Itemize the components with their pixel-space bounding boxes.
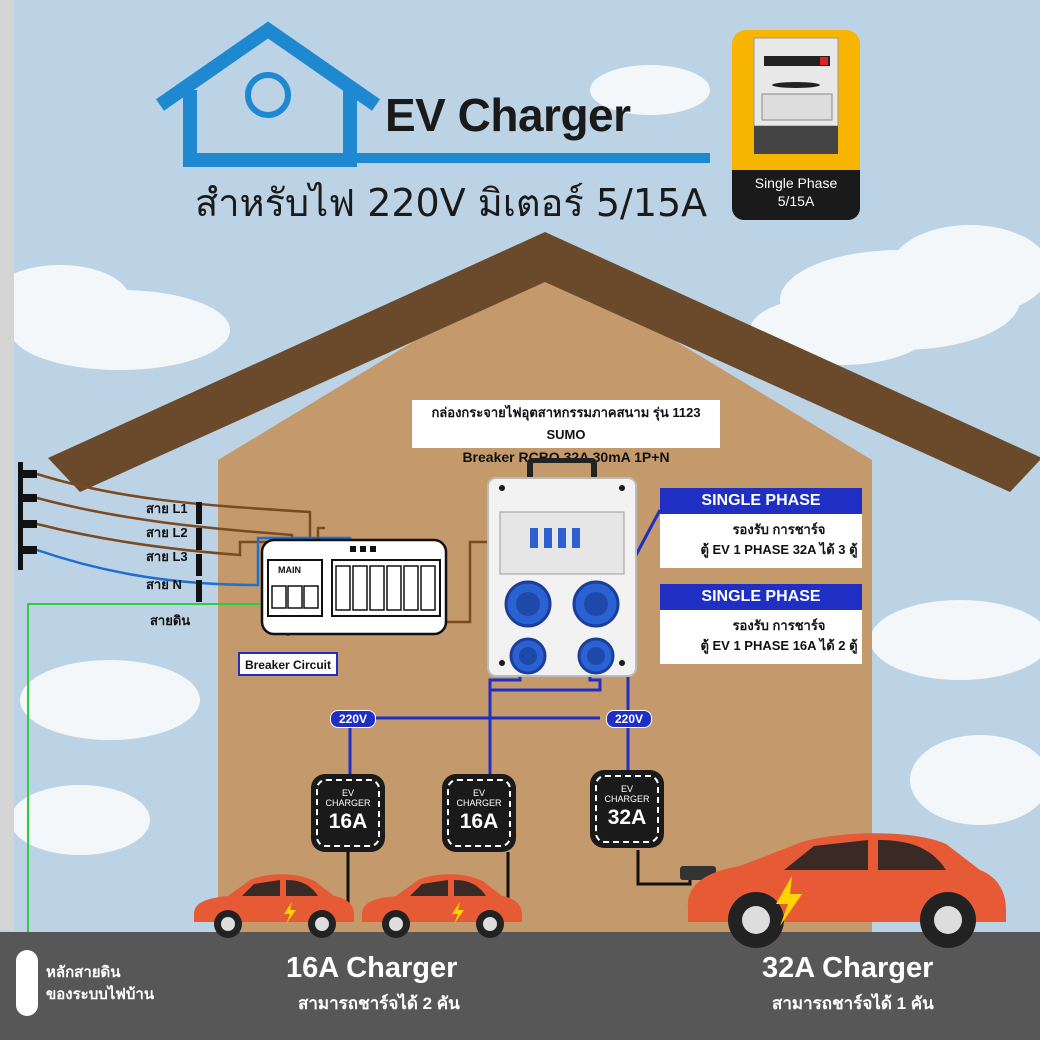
ground-rod-line1: หลักสายดิน — [46, 964, 121, 981]
voltage-tag: 220V — [606, 710, 652, 728]
distribution-box-caption: กล่องกระจายไฟอุตสาหกรรมภาคสนาม รุ่น 1123… — [412, 400, 720, 465]
ground-strip — [0, 932, 1040, 1040]
page-subtitle: สำหรับไฟ 220V มิเตอร์ 5/15A — [195, 181, 708, 225]
charger-amp-label: 32A — [607, 806, 647, 829]
car-icon-16a-1 — [194, 874, 354, 938]
charger-amp-label: 16A — [459, 810, 499, 833]
footer-32a-title: 32A Charger — [762, 952, 934, 984]
single-phase-card-body: รองรับ การชาร์จ ตู้ EV 1 PHASE 32A ได้ 3… — [660, 514, 862, 568]
electric-meter-icon — [732, 30, 860, 220]
charger-amp-label: 16A — [328, 810, 368, 833]
car-icon-16a-2 — [362, 874, 522, 938]
wire-label-ground: สายดิน — [150, 613, 191, 628]
wire-label-l3: สาย L3 — [146, 549, 188, 564]
breaker-circuit-label: Breaker Circuit — [238, 652, 338, 676]
voltage-tag: 220V — [330, 710, 376, 728]
single-phase-card-line2: ตู้ EV 1 PHASE 16A ได้ 2 ตู้ — [700, 638, 858, 653]
distribution-box-icon — [487, 458, 637, 677]
wire-label-l2: สาย L2 — [146, 525, 188, 540]
single-phase-card-line1: รองรับ การชาร์จ — [732, 618, 826, 633]
ground-rod-icon — [16, 950, 38, 1016]
footer-32a-subtitle: สามารถชาร์จได้ 1 คัน — [772, 994, 934, 1013]
ground-rod-line2: ของระบบไฟบ้าน — [46, 986, 155, 1003]
meter-label-line2: 5/15A — [777, 193, 815, 209]
wire-label-n: สาย N — [146, 577, 182, 592]
footer-16a-title: 16A Charger — [286, 952, 458, 984]
breaker-panel — [260, 538, 448, 636]
single-phase-card-header: SINGLE PHASE — [660, 488, 862, 514]
car-icon-32a — [687, 833, 1006, 948]
wire-label-l1: สาย L1 — [146, 501, 188, 516]
box-caption-line1: กล่องกระจายไฟอุตสาหกรรมภาคสนาม รุ่น 1123… — [431, 405, 701, 442]
page-title: EV Charger — [385, 89, 631, 141]
house-logo-icon — [156, 21, 710, 167]
clouds — [0, 65, 1040, 855]
single-phase-card-header: SINGLE PHASE — [660, 584, 862, 610]
single-phase-card-16a: SINGLE PHASE รองรับ การชาร์จ ตู้ EV 1 PH… — [660, 584, 862, 664]
single-phase-card-line1: รองรับ การชาร์จ — [732, 522, 826, 537]
main-breaker-label: MAIN — [278, 565, 301, 575]
box-caption-line2: Breaker RCBO 32A 30mA 1P+N — [462, 449, 670, 465]
single-phase-card-line2: ตู้ EV 1 PHASE 32A ได้ 3 ตู้ — [700, 542, 858, 557]
single-phase-card-body: รองรับ การชาร์จ ตู้ EV 1 PHASE 16A ได้ 2… — [660, 610, 862, 664]
meter-label-line1: Single Phase — [754, 175, 838, 191]
meter-phase-label: Single Phase 5/15A — [735, 174, 857, 210]
footer-16a-subtitle: สามารถชาร์จได้ 2 คัน — [298, 994, 460, 1013]
ground-rod-label: หลักสายดิน ของระบบไฟบ้าน — [46, 962, 154, 1006]
single-phase-card-32a: SINGLE PHASE รองรับ การชาร์จ ตู้ EV 1 PH… — [660, 488, 862, 568]
